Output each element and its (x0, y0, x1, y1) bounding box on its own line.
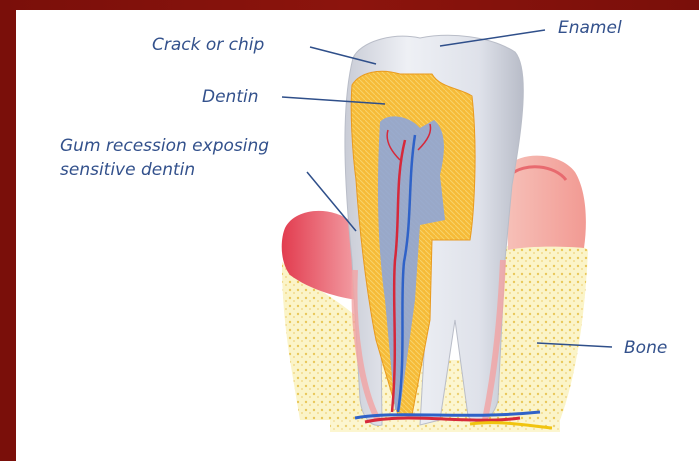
label-enamel: Enamel (558, 17, 622, 39)
label-gum-recession-line2: sensitive dentin (60, 159, 195, 181)
label-crack-or-chip: Crack or chip (152, 34, 264, 56)
label-bone: Bone (624, 337, 667, 359)
label-dentin: Dentin (202, 86, 259, 108)
label-gum-recession-line1: Gum recession exposing (60, 135, 269, 157)
